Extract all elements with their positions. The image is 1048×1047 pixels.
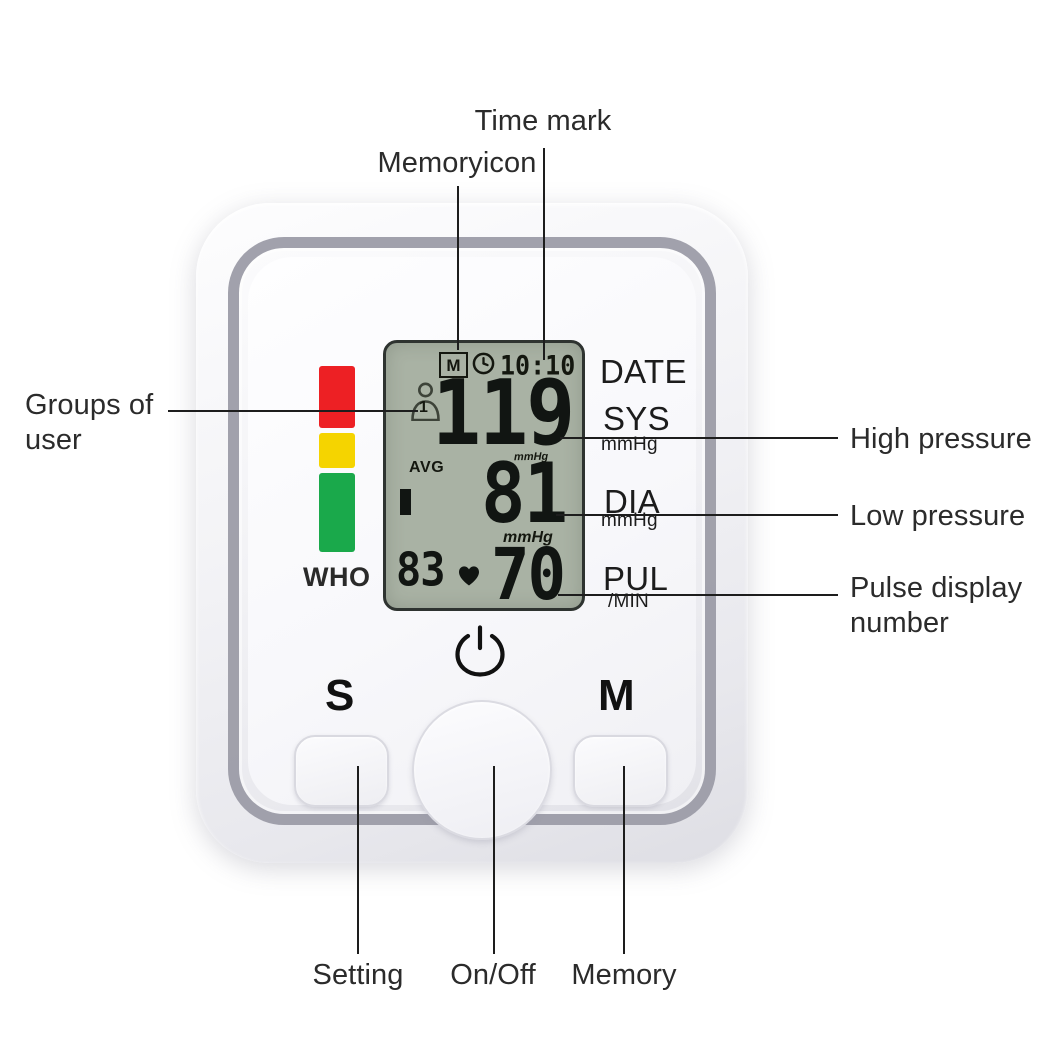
memory-button[interactable] [573,735,668,807]
leader-line-high-pressure [560,437,838,439]
pulse-value: 70 [491,534,566,611]
diastolic-value: 81 [481,446,568,543]
power-icon [455,625,505,677]
annotation-setting: Setting [312,959,404,991]
pulse-secondary-value: 83 [396,542,446,597]
leader-line-pulse-display-number [558,594,838,596]
annotation-time-mark: Time mark [474,105,612,137]
leader-line-groups-of-user [168,410,418,412]
setting-button-letter: S [325,671,355,720]
annotation-high-pressure: High pressure [850,423,1032,455]
avg-indicator: AVG [409,459,445,476]
annotation-memory: Memory [571,959,677,991]
who-segment-moderate [319,433,355,468]
panel-label-dia: DIA [604,483,660,520]
annotation-memory-icon: Memoryicon [377,147,537,179]
memory-icon: M [439,352,468,378]
annotation-pulse-display-number: Pulse display number [850,572,1023,640]
panel-label-pul-unit: /MIN [608,591,649,612]
panel-label-date: DATE [600,353,687,390]
clock-icon [472,352,495,375]
diastolic-unit: mmHg [503,529,553,546]
leader-line-time-mark [543,148,545,360]
heart-icon [459,566,479,586]
annotation-groups-of-user: Groups of user [25,389,154,457]
who-label: WHO [303,562,371,592]
leader-line-memory [623,766,625,954]
user-group-number: 1 [419,399,428,416]
leader-line-setting [357,766,359,954]
memory-bar-indicator [400,489,411,515]
leader-line-memory-icon [457,186,459,350]
power-button[interactable] [412,700,552,840]
memory-button-letter: M [598,671,635,720]
lcd-status-row: M 10:10 [386,347,582,381]
user-group-icon [411,382,440,421]
who-classification-indicator [319,366,355,557]
panel-label-sys: SYS [603,400,670,437]
leader-line-low-pressure [556,514,838,516]
systolic-value: 119 [432,360,575,466]
annotation-low-pressure: Low pressure [850,500,1026,532]
who-segment-high [319,366,355,428]
setting-button[interactable] [294,735,389,807]
leader-line-on-off [493,766,495,954]
time-mark-value: 10:10 [500,350,576,381]
lcd-display: M 10:10 1 119 AVG mmHg 81 mmHg 83 [383,340,585,611]
who-segment-normal [319,473,355,552]
panel-label-sys-unit: mmHg [601,434,658,455]
panel-label-pul: PUL [603,560,669,597]
annotation-on-off: On/Off [450,959,536,991]
